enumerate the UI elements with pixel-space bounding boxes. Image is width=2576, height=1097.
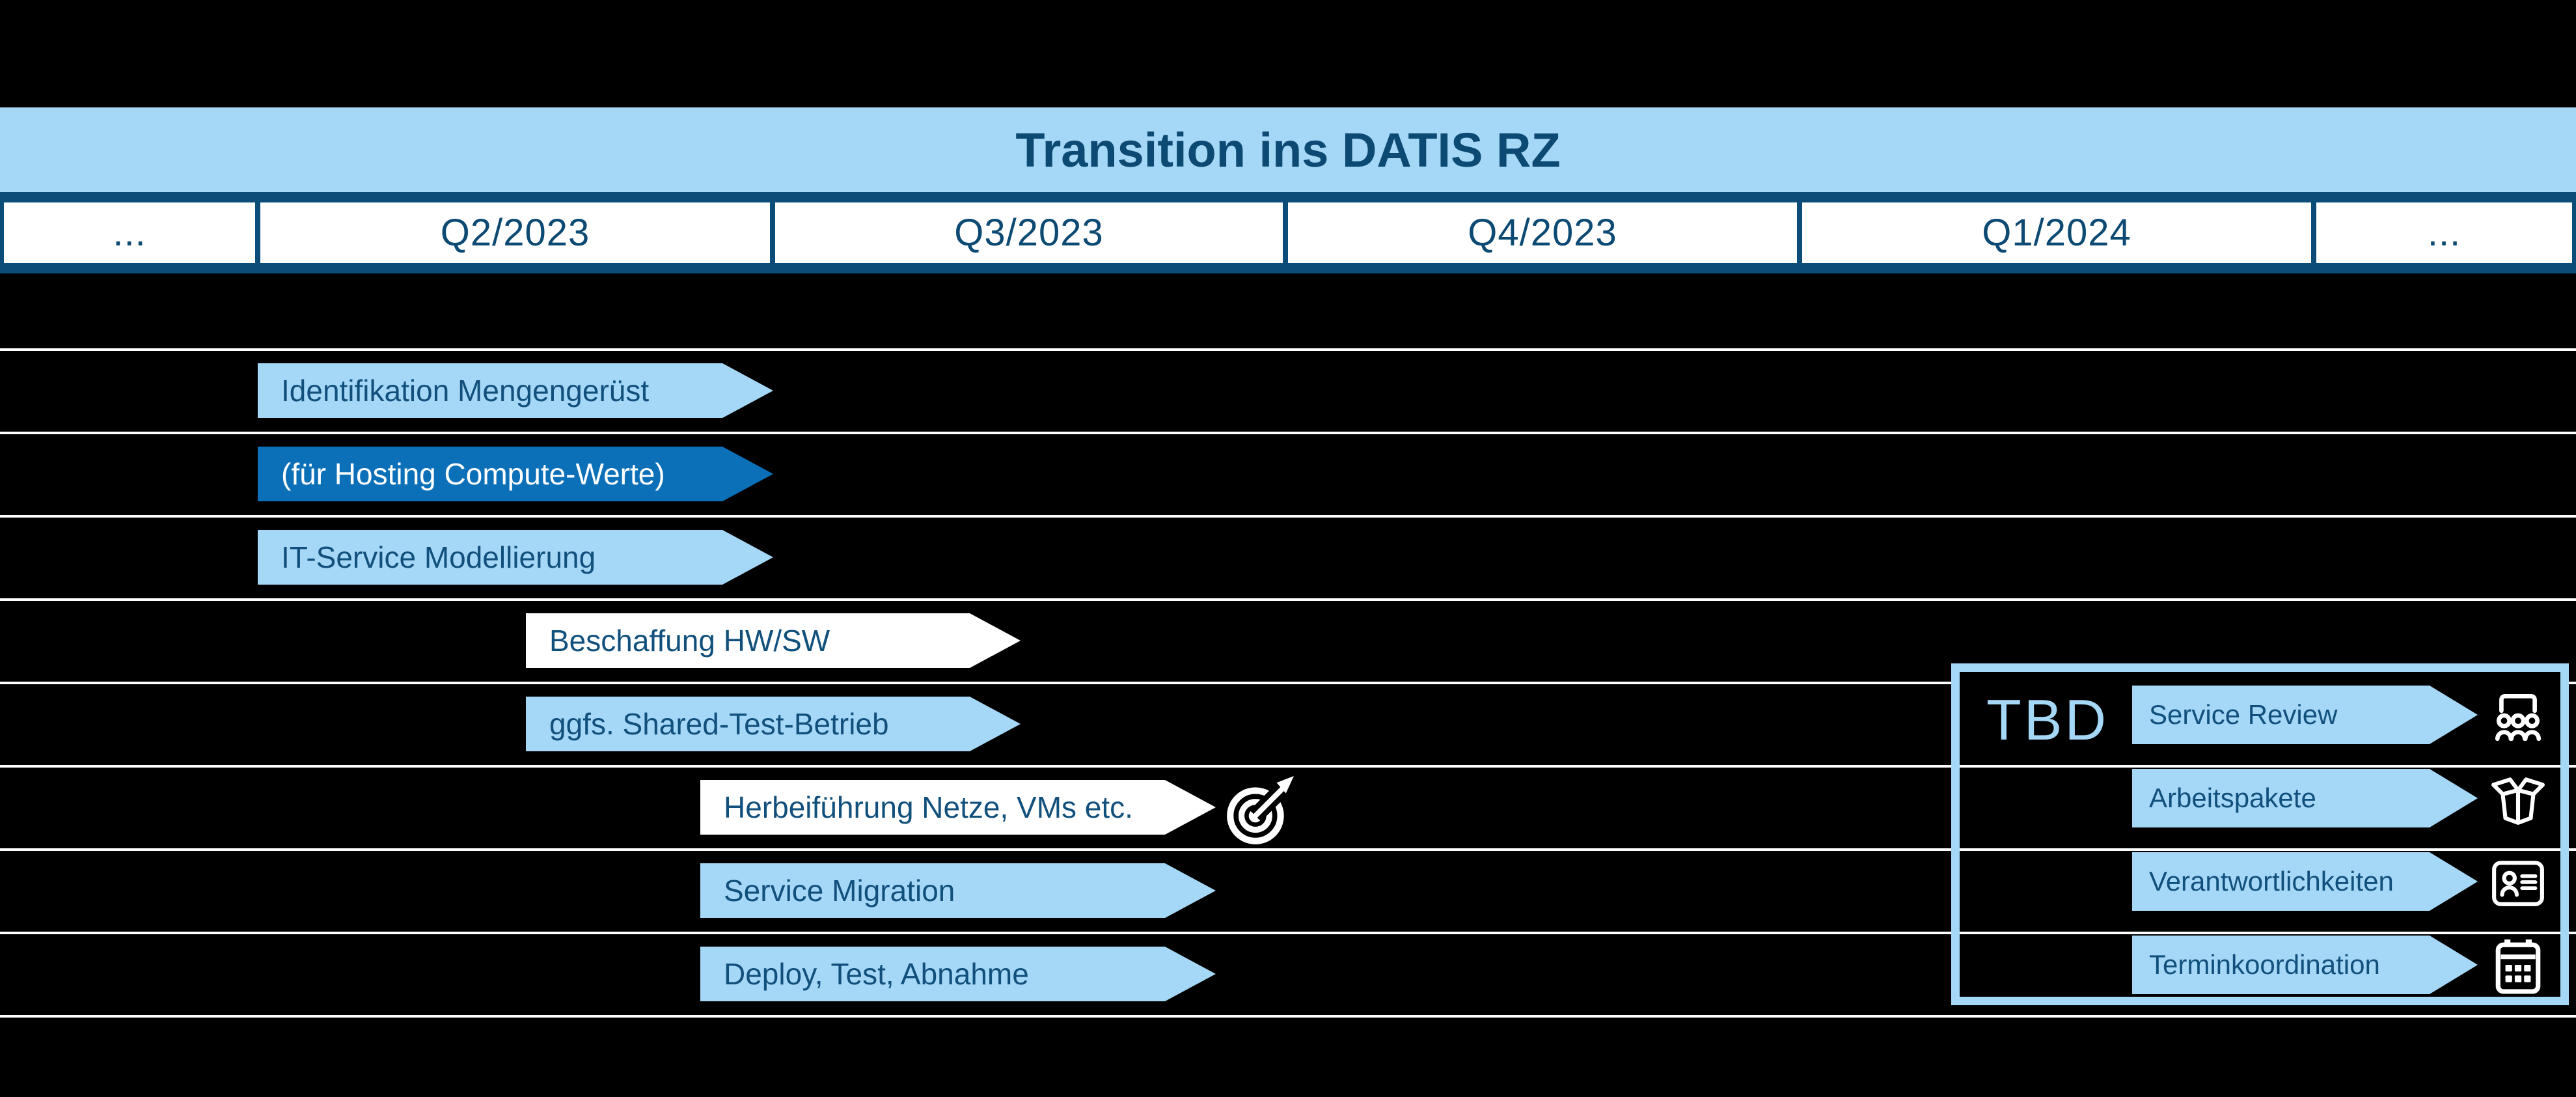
timeline-cell-q2-2023: Q2/2023: [260, 202, 770, 263]
row-separator-line: [0, 348, 2576, 351]
target-icon: [1227, 775, 1295, 844]
timeline-cell-q3-2023: Q3/2023: [775, 202, 1283, 263]
tbd-box: TBD Service Review Arbeitspakete Verantw…: [1951, 663, 2569, 1005]
row-separator-line: [0, 432, 2576, 434]
row-separator-line: [0, 598, 2576, 601]
row-separator-line: [0, 765, 2576, 768]
tbd-title: TBD: [1960, 684, 2135, 757]
tbd-bar-arbeitspakete: Arbeitspakete: [2132, 769, 2478, 827]
timeline-cell-label: ...: [113, 212, 146, 254]
row-separator-line: [0, 1015, 2576, 1018]
timeline-cell-ellipsis-left: ...: [4, 202, 255, 263]
tbd-bar-verantwortlichkeiten: Verantwortlichkeiten: [2132, 852, 2478, 911]
tbd-row-separator-line: [1960, 848, 2560, 851]
timeline-cell-label: Q1/2024: [1982, 212, 2131, 254]
title-banner: Transition ins DATIS RZ: [0, 107, 2576, 192]
timeline-cell-q1-2024: Q1/2024: [1802, 202, 2311, 263]
task-bar-label: Service Migration: [724, 874, 955, 908]
tbd-bar-label: Terminkoordination: [2149, 949, 2380, 980]
id-badge-icon: [2492, 861, 2544, 906]
timeline-cell-q4-2023: Q4/2023: [1288, 202, 1797, 263]
timeline-header: ... Q2/2023 Q3/2023 Q4/2023 Q1/2024 ...: [0, 192, 2576, 273]
row-separator-line: [0, 515, 2576, 518]
page-title: Transition ins DATIS RZ: [1015, 122, 1561, 177]
tbd-bar-label: Service Review: [2149, 699, 2338, 730]
tbd-bar-label: Arbeitspakete: [2149, 783, 2316, 813]
task-bar-label: Beschaffung HW/SW: [549, 624, 830, 658]
open-box-icon: [2491, 777, 2545, 825]
timeline-cell-label: ...: [2427, 212, 2461, 254]
task-bar-label: ggfs. Shared-Test-Betrieb: [549, 707, 889, 741]
row-separator-line: [0, 932, 2576, 934]
task-bar-deploy-test-abnahme: Deploy, Test, Abnahme: [700, 947, 1216, 1001]
task-bar-it-service-modellierung: IT-Service Modellierung: [258, 530, 773, 585]
tbd-row-separator-line: [1960, 765, 2560, 768]
task-bar-label: Deploy, Test, Abnahme: [724, 957, 1029, 991]
row-separator-line: [0, 848, 2576, 851]
timeline-cell-ellipsis-right: ...: [2316, 202, 2572, 263]
timeline-cell-label: Q2/2023: [440, 212, 590, 254]
audience-icon: [2495, 693, 2542, 742]
timeline-cell-label: Q4/2023: [1468, 212, 1617, 254]
tbd-row-separator-line: [1960, 932, 2560, 934]
task-bar-beschaffung-hw-sw: Beschaffung HW/SW: [526, 613, 1021, 668]
tbd-bar-service-review: Service Review: [2132, 686, 2478, 744]
calendar-icon: [2495, 939, 2541, 994]
task-bar-label: Herbeiführung Netze, VMs etc.: [724, 790, 1133, 824]
timeline-cell-label: Q3/2023: [954, 212, 1104, 254]
task-bar-identifikation-mengengeruest: Identifikation Mengengerüst: [258, 363, 773, 418]
task-bar-fuer-hosting-compute-werte: (für Hosting Compute-Werte): [258, 447, 773, 501]
task-bar-label: IT-Service Modellierung: [281, 540, 596, 574]
tbd-bar-terminkoordination: Terminkoordination: [2132, 936, 2478, 994]
task-bar-ggfs-shared-test-betrieb: ggfs. Shared-Test-Betrieb: [526, 697, 1021, 751]
row-separator-line: [0, 682, 2576, 684]
task-bar-label: (für Hosting Compute-Werte): [281, 457, 665, 491]
tbd-bar-label: Verantwortlichkeiten: [2149, 866, 2394, 896]
tbd-title-text: TBD: [1986, 687, 2109, 752]
task-bar-service-migration: Service Migration: [700, 863, 1216, 918]
task-bar-label: Identifikation Mengengerüst: [281, 374, 650, 408]
task-bar-herbeifuehrung-netze-vms: Herbeiführung Netze, VMs etc.: [700, 780, 1216, 835]
